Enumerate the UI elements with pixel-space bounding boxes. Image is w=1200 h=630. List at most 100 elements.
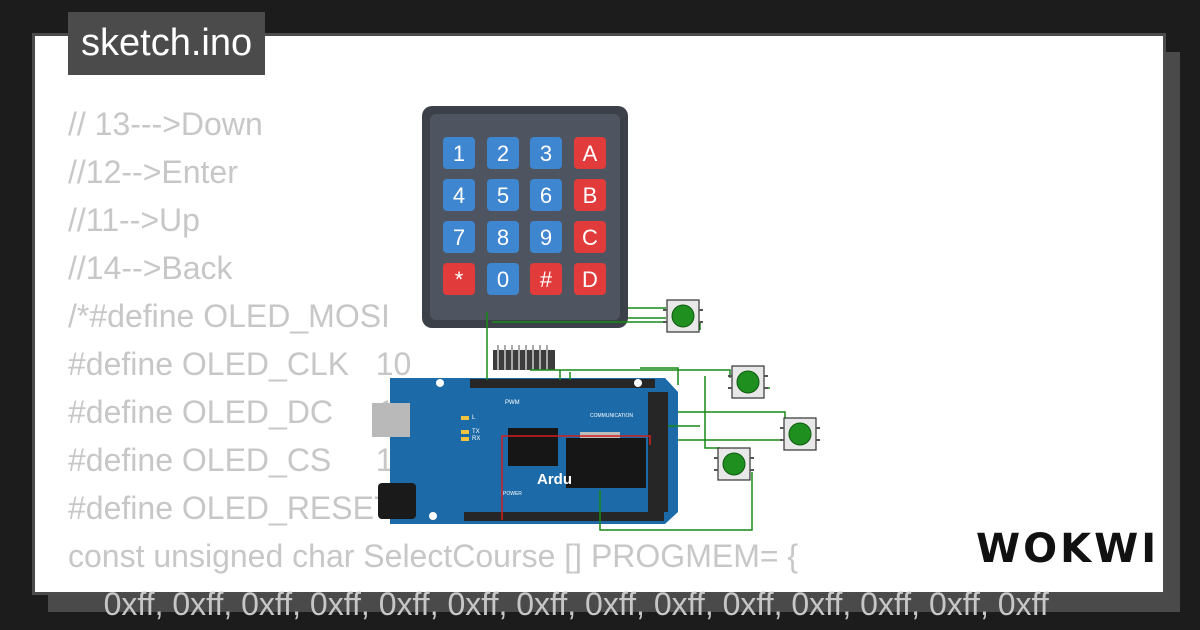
button-cap	[788, 422, 812, 446]
connector-pin	[518, 345, 520, 370]
chip-mcu	[566, 438, 646, 488]
key-cap	[530, 263, 562, 295]
connector-pin	[497, 345, 499, 370]
button-leg	[780, 427, 784, 429]
key-cap	[574, 137, 606, 169]
button-leg	[728, 375, 732, 377]
key-label: 8	[497, 225, 509, 250]
board-label: Ardu	[537, 471, 572, 488]
key-cap	[574, 179, 606, 211]
code-line: //14-->Back	[68, 250, 233, 286]
chip-usb	[508, 428, 558, 466]
button-leg	[699, 321, 703, 323]
button-leg	[714, 457, 718, 459]
connector-pin	[511, 345, 513, 370]
button-leg	[728, 387, 732, 389]
mount-hole	[634, 379, 642, 387]
wire	[501, 435, 651, 520]
button-leg	[663, 309, 667, 311]
keypad-key[interactable]: 2	[487, 137, 519, 169]
keypad-key[interactable]: *	[443, 263, 475, 295]
button-leg	[816, 439, 820, 441]
keypad-key[interactable]: B	[574, 179, 606, 211]
wokwi-logo: WOKWI	[976, 526, 1160, 572]
arduino-mega[interactable]: Ardu PWM COMMUNICATION POWER L TX RX	[372, 378, 678, 524]
keypad-key[interactable]: #	[530, 263, 562, 295]
power-label: POWER	[503, 491, 522, 497]
code-line: const unsigned char SelectCourse [] PROG…	[68, 538, 799, 574]
wire	[678, 411, 786, 420]
power-wires	[501, 435, 651, 520]
connector-pin	[539, 345, 541, 370]
pwm-label: PWM	[505, 400, 520, 406]
keypad-key[interactable]: 1	[443, 137, 475, 169]
power-jack	[378, 483, 416, 519]
keypad-key[interactable]: 9	[530, 221, 562, 253]
key-cap	[530, 179, 562, 211]
analog-header	[464, 512, 664, 521]
key-label: 3	[540, 141, 552, 166]
code-line: //11-->Up	[68, 202, 200, 238]
keypad-key[interactable]: A	[574, 137, 606, 169]
code-line: 0xff, 0xff, 0xff, 0xff, 0xff, 0xff, 0xff…	[68, 586, 1049, 622]
key-cap	[487, 263, 519, 295]
button-leg	[699, 309, 703, 311]
keypad-key[interactable]: 3	[530, 137, 562, 169]
push-button[interactable]	[663, 299, 703, 333]
button-leg	[750, 469, 754, 471]
wire	[599, 472, 753, 531]
keypad-connector	[493, 345, 555, 370]
code-line: //12-->Enter	[68, 154, 238, 190]
key-label: B	[583, 183, 598, 208]
keypad-key[interactable]: D	[574, 263, 606, 295]
button-leg	[714, 469, 718, 471]
button-leg	[816, 427, 820, 429]
code-line: #define OLED_CLK 10	[68, 346, 412, 382]
file-tab[interactable]: sketch.ino	[68, 12, 266, 75]
key-cap	[530, 137, 562, 169]
keypad-key[interactable]: 4	[443, 179, 475, 211]
keypad-inner	[430, 114, 620, 320]
connector-pin	[546, 345, 548, 370]
push-button[interactable]	[780, 417, 820, 451]
keypad-key[interactable]: C	[574, 221, 606, 253]
push-button[interactable]	[714, 447, 754, 481]
button-cap	[671, 304, 695, 328]
led-label-tx: TX	[472, 429, 480, 435]
key-label: *	[455, 267, 464, 292]
led-label-rx: RX	[472, 436, 480, 442]
key-label: 5	[497, 183, 509, 208]
mount-hole	[429, 512, 437, 520]
communication-label: COMMUNICATION	[590, 413, 633, 419]
button-cap	[722, 452, 746, 476]
code-editor[interactable]: // 13--->Down//12-->Enter//11-->Up//14--…	[68, 100, 1049, 628]
keypad-key[interactable]: 8	[487, 221, 519, 253]
key-label: 0	[497, 267, 509, 292]
keypad-key[interactable]: 7	[443, 221, 475, 253]
keypad-key[interactable]: 5	[487, 179, 519, 211]
keypad-key[interactable]: 6	[530, 179, 562, 211]
button-leg	[764, 387, 768, 389]
push-button[interactable]	[728, 365, 768, 399]
key-label: 4	[453, 183, 465, 208]
led-rx	[461, 437, 469, 441]
connector-pin	[525, 345, 527, 370]
keypad-key[interactable]: 0	[487, 263, 519, 295]
digital-header-right	[648, 392, 668, 512]
key-label: #	[540, 267, 553, 292]
key-cap	[443, 263, 475, 295]
mount-hole	[436, 379, 444, 387]
wire	[640, 367, 679, 385]
key-cap	[443, 137, 475, 169]
key-label: C	[582, 225, 598, 250]
key-cap	[530, 221, 562, 253]
code-line: /*#define OLED_MOSI	[68, 298, 390, 334]
wire	[704, 376, 720, 449]
key-cap	[574, 221, 606, 253]
led-tx	[461, 430, 469, 434]
button-leg	[663, 321, 667, 323]
button-cap	[736, 370, 760, 394]
key-label: D	[582, 267, 598, 292]
